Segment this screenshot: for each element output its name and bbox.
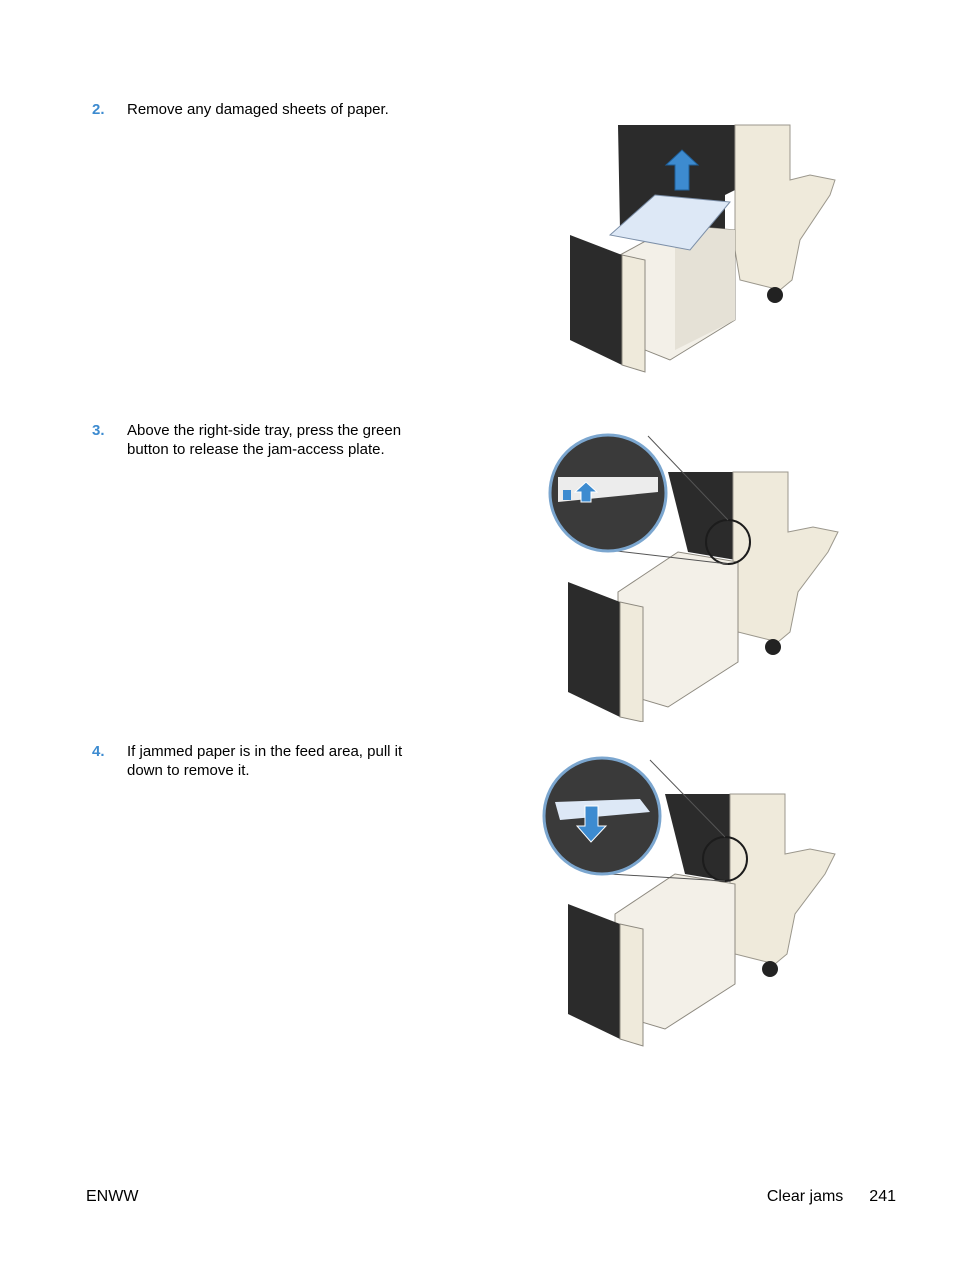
- green-button-release-illustration: [548, 433, 839, 722]
- step-number: 3.: [92, 422, 105, 439]
- step-number: 2.: [92, 101, 105, 118]
- step-number: 4.: [92, 743, 105, 760]
- footer-right: Clear jams 241: [767, 1188, 896, 1206]
- footer-section-title: Clear jams: [766, 1188, 844, 1205]
- tray-remove-paper-illustration: [570, 124, 836, 373]
- down-arrow-icon: [575, 805, 608, 843]
- pull-jammed-paper-illustration: [542, 756, 836, 1047]
- footer-left: ENWW: [86, 1188, 139, 1205]
- page-number: 241: [869, 1188, 896, 1205]
- step-text: If jammed paper is in the feed area, pul…: [127, 743, 403, 779]
- up-arrow-icon: [573, 481, 599, 503]
- up-arrow-icon: [664, 149, 700, 191]
- step-text: Above the right-side tray, press the gre…: [127, 422, 402, 458]
- step-text: Remove any damaged sheets of paper.: [127, 101, 389, 118]
